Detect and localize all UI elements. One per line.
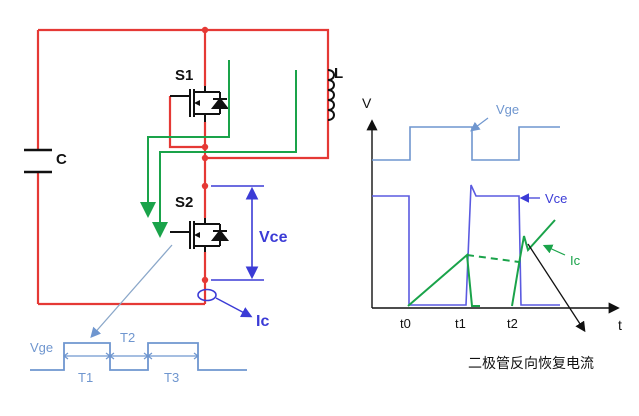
tick-t1: t1 [455,316,466,331]
ic-circuit-label: Ic [256,313,269,330]
vce-wave-label: Vce [545,191,567,206]
tick-t0: t0 [400,316,411,331]
vce-measure-bracket [211,185,264,281]
gate-path-l-loop [152,70,297,238]
caption-reverse-recovery: 二极管反向恢复电流 [468,355,594,372]
s2-label: S2 [175,194,193,211]
tick-t2: t2 [507,316,518,331]
capacitor-label: C [56,151,67,168]
s2-igbt-symbol [170,218,230,252]
vge-wave-label: Vge [496,102,519,117]
ic-waveform [407,219,556,307]
s1-gate-loop [168,96,205,149]
s1-label: S1 [175,67,193,84]
capacitor-symbol [24,148,52,174]
inductor-label: L [334,65,343,82]
ic-wave-pointer [542,244,566,256]
power-top-rail [38,28,330,160]
gate-to-timing-pointer [90,244,173,338]
s1-igbt-symbol [170,86,230,122]
timing-dimension-lines [63,352,199,360]
ic-probe-ellipse [197,288,217,302]
vge-wave-pointer [470,117,489,132]
axis-v-label: V [362,95,372,111]
ic-wave-label: Ic [570,253,581,268]
waveform-axes [366,119,620,314]
vce-waveform [372,184,560,306]
ic-probe-arrow [215,297,253,318]
inductor-symbol [327,66,335,121]
circuit-nodes [201,26,209,284]
timing-t2-label: T2 [120,330,135,345]
reverse-recovery-pointer [527,243,586,333]
axis-t-label: t [618,317,622,333]
vce-circuit-label: Vce [259,229,288,246]
gate-path-s1-loop [140,60,230,218]
timing-t3-label: T3 [164,370,179,385]
timing-vge-label: Vge [30,340,53,355]
timing-t1-label: T1 [78,370,93,385]
vge-waveform [372,126,560,161]
gate-current-paths [140,60,297,238]
